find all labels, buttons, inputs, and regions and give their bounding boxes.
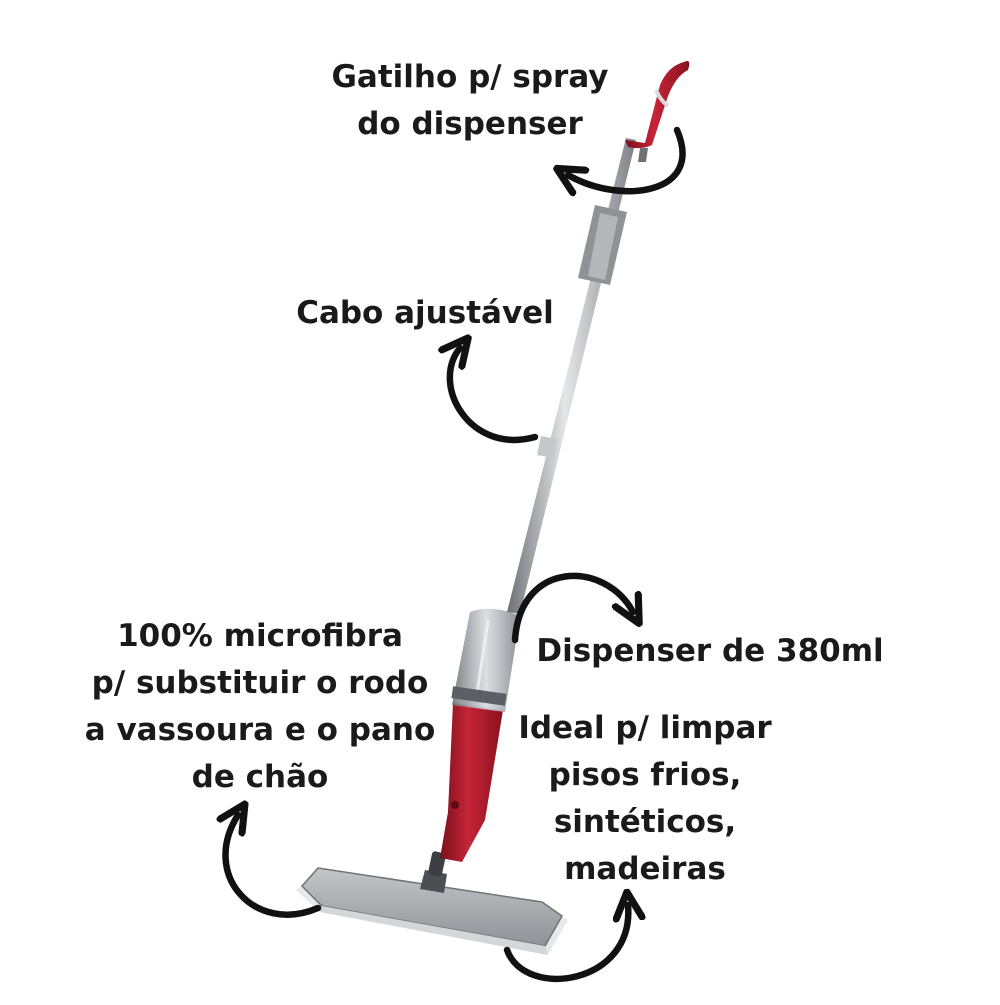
arrow-to-trigger [568, 126, 686, 191]
red-lower-body [440, 703, 503, 862]
arrow-to-floor [503, 905, 628, 983]
steel-pole [507, 138, 636, 614]
trigger-label: Gatilho p/ spray do dispenser [300, 54, 640, 148]
trigger-label-line: Gatilho p/ spray [331, 59, 609, 95]
microfiber-label: 100% microfibra p/ substituir o rodo a v… [60, 613, 460, 801]
ideal-label-line: madeiras [564, 851, 726, 887]
arrow-to-microfiber [226, 815, 322, 918]
dispenser-label: Dispenser de 380ml [520, 628, 900, 675]
dispenser-bottle [451, 608, 520, 712]
arrow-to-dispenser [511, 572, 633, 644]
microfiber-label-line: de chão [191, 759, 329, 795]
grip [578, 205, 627, 285]
ideal-label-line: Ideal p/ limpar [518, 710, 772, 746]
microfiber-label-line: a vassoura e o pano [84, 712, 436, 748]
ideal-label-line: pisos frios, [548, 757, 742, 793]
mop-pad [296, 867, 568, 955]
red-handle [625, 61, 690, 162]
handle-label-line: Cabo ajustável [296, 295, 554, 331]
ideal-label-line: sintéticos, [553, 804, 737, 840]
microfiber-label-line: p/ substituir o rodo [91, 665, 429, 701]
dispenser-label-line: Dispenser de 380ml [536, 633, 884, 669]
arrow-to-handle [450, 348, 539, 443]
trigger-label-line: do dispenser [357, 106, 583, 142]
microfiber-label-line: 100% microfibra [117, 618, 403, 654]
handle-label: Cabo ajustável [270, 290, 580, 337]
ideal-label: Ideal p/ limpar pisos frios, sintéticos,… [490, 705, 800, 893]
